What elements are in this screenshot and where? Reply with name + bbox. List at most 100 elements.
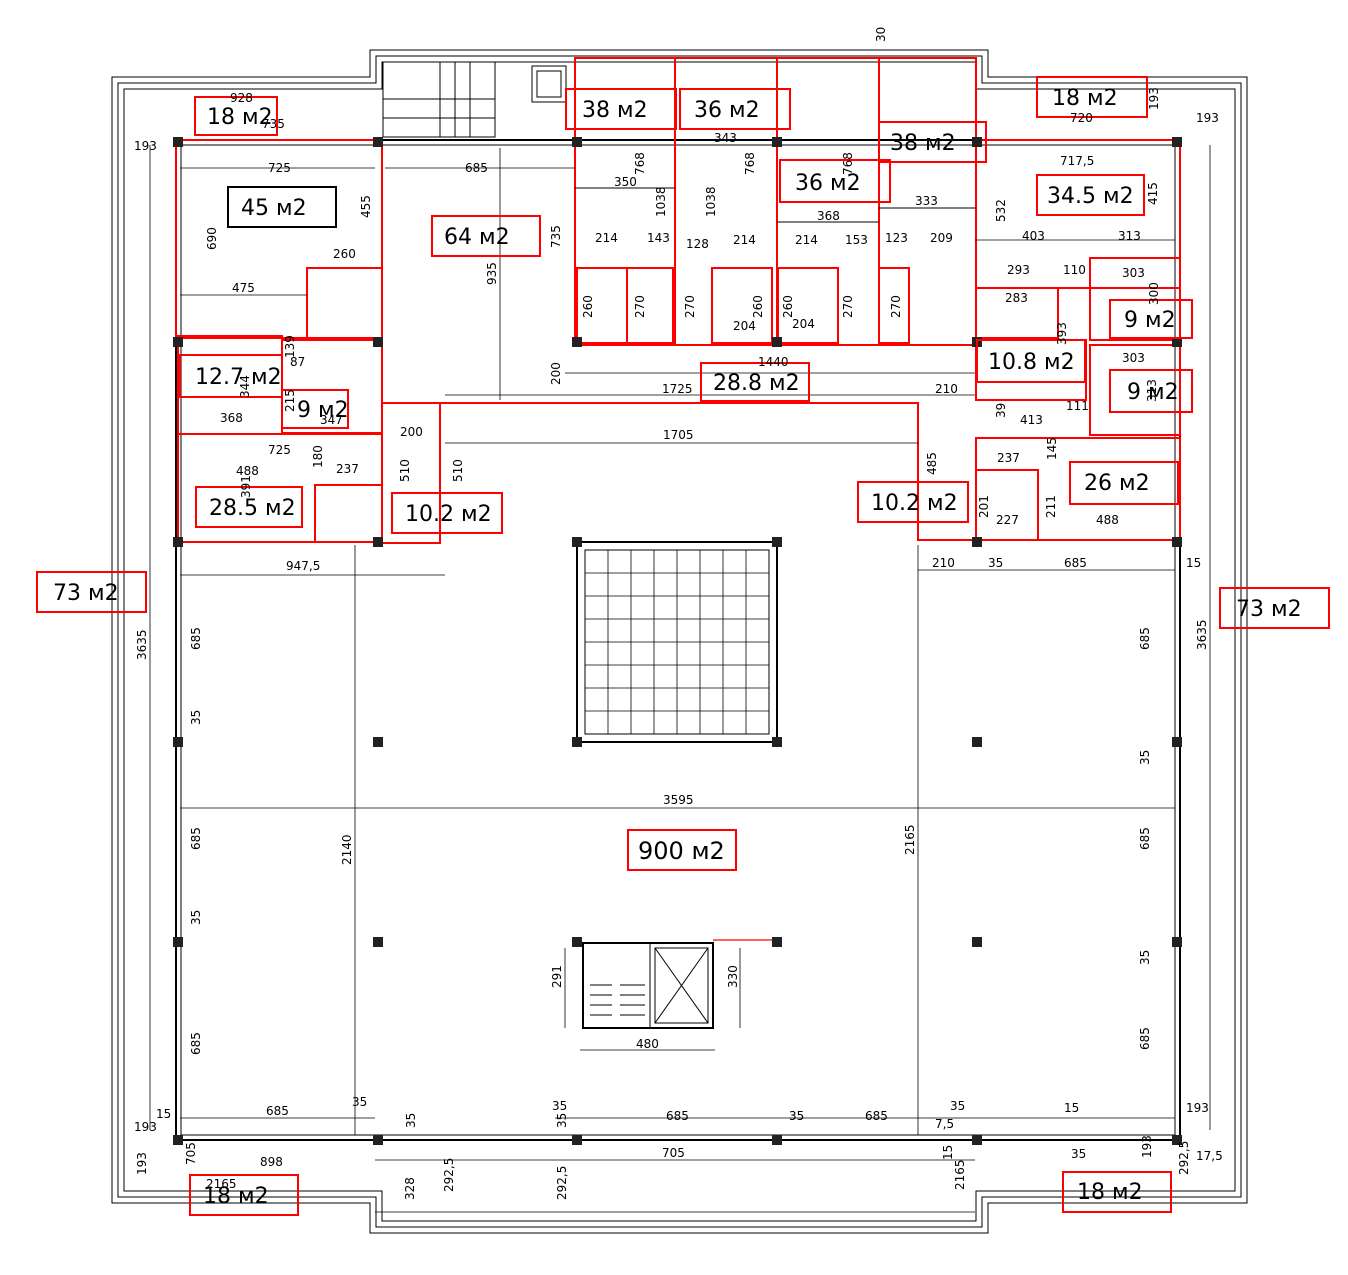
dim-text: 735 xyxy=(549,225,563,248)
dim-text: 15 xyxy=(1064,1101,1079,1115)
dim-text: 391 xyxy=(239,475,253,498)
area-label-34-5: 34.5 м2 xyxy=(1047,184,1134,209)
dim-text: 313 xyxy=(1145,379,1159,402)
dim-text: 475 xyxy=(232,281,255,295)
dim-text: 237 xyxy=(997,451,1020,465)
dim-text: 685 xyxy=(1138,1027,1152,1050)
dim-text: 200 xyxy=(400,425,423,439)
dim-text: 300 xyxy=(1147,282,1161,305)
dim-text: 2165 xyxy=(953,1159,967,1190)
dim-text: 15 xyxy=(156,1107,171,1121)
dim-text: 210 xyxy=(932,556,955,570)
dim-text: 510 xyxy=(398,459,412,482)
dim-text: 685 xyxy=(266,1104,289,1118)
dim-text: 193 xyxy=(134,1120,157,1134)
dim-text: 35 xyxy=(404,1113,418,1128)
dim-text: 413 xyxy=(1020,413,1043,427)
area-label-18-tl: 18 м2 xyxy=(207,105,273,130)
dim-text: 685 xyxy=(1138,827,1152,850)
dim-text: 403 xyxy=(1022,229,1045,243)
atrium-skylight xyxy=(576,541,778,743)
dim-text: 35 xyxy=(352,1095,367,1109)
area-label-10-8: 10.8 м2 xyxy=(988,350,1075,375)
dim-text: 270 xyxy=(683,295,697,318)
dim-text: 111 xyxy=(1066,399,1089,413)
dim-text: 347 xyxy=(320,413,343,427)
dim-text: 717,5 xyxy=(1060,154,1094,168)
dim-text: 214 xyxy=(795,233,818,247)
dim-text: 123 xyxy=(885,231,908,245)
dim-text: 193 xyxy=(1147,87,1161,110)
dim-text: 270 xyxy=(889,295,903,318)
dim-text: 725 xyxy=(268,443,291,457)
dim-text: 303 xyxy=(1122,266,1145,280)
area-label-28-5: 28.5 м2 xyxy=(209,496,296,521)
dim-text: 214 xyxy=(733,233,756,247)
dim-text: 532 xyxy=(994,199,1008,222)
area-label-10-2a: 10.2 м2 xyxy=(405,502,492,527)
dim-text: 292,5 xyxy=(1177,1141,1191,1175)
dim-text: 30 xyxy=(874,27,888,42)
dim-text: 292,5 xyxy=(555,1166,569,1200)
dim-text: 3595 xyxy=(663,793,694,807)
dim-text: 344 xyxy=(238,375,252,398)
dim-text: 193 xyxy=(135,1152,149,1175)
dim-text: 260 xyxy=(751,295,765,318)
dim-text: 260 xyxy=(333,247,356,261)
dim-text: 330 xyxy=(726,965,740,988)
dim-text: 313 xyxy=(1118,229,1141,243)
dim-text: 209 xyxy=(930,231,953,245)
dim-text: 928 xyxy=(230,91,253,105)
dim-text: 735 xyxy=(262,117,285,131)
dim-text: 768 xyxy=(841,152,855,175)
dim-text: 180 xyxy=(311,445,325,468)
dim-text: 488 xyxy=(1096,513,1119,527)
dim-text: 215 xyxy=(283,389,297,412)
dim-text: 485 xyxy=(925,452,939,475)
dim-text: 455 xyxy=(359,195,373,218)
dim-text: 143 xyxy=(647,231,670,245)
dim-text: 17,5 xyxy=(1196,1149,1223,1163)
dim-text: 343 xyxy=(714,131,737,145)
area-label-10-2b: 10.2 м2 xyxy=(871,491,958,516)
dim-text: 368 xyxy=(817,209,840,223)
dim-text: 685 xyxy=(189,627,203,650)
area-label-73l: 73 м2 xyxy=(53,581,119,606)
dim-text: 685 xyxy=(189,1032,203,1055)
dim-text: 292,5 xyxy=(442,1158,456,1192)
area-label-64: 64 м2 xyxy=(444,225,510,250)
outer-outline xyxy=(111,49,1248,1234)
dim-text: 35 xyxy=(552,1099,567,1113)
dim-text: 303 xyxy=(1122,351,1145,365)
dim-text: 87 xyxy=(290,355,305,369)
area-label-9a: 9 м2 xyxy=(297,398,349,423)
dim-text: 145 xyxy=(1045,437,1059,460)
dim-text: 510 xyxy=(451,459,465,482)
area-boxes xyxy=(36,76,1330,1216)
area-label-12-7: 12.7 м2 xyxy=(195,365,282,390)
area-label-38a: 38 м2 xyxy=(582,98,648,123)
dim-text: 1705 xyxy=(663,428,694,442)
dim-text: 293 xyxy=(1007,263,1030,277)
area-label-900: 900 м2 xyxy=(638,837,725,865)
dim-text: 898 xyxy=(260,1155,283,1169)
area-label-36a: 36 м2 xyxy=(694,98,760,123)
dim-text: 35 xyxy=(1071,1147,1086,1161)
area-label-38b: 38 м2 xyxy=(890,131,956,156)
area-label-18-br: 18 м2 xyxy=(1077,1180,1143,1205)
dim-text: 35 xyxy=(189,710,203,725)
dim-text: 685 xyxy=(865,1109,888,1123)
dim-text: 270 xyxy=(633,295,647,318)
dim-text: 204 xyxy=(733,319,756,333)
dim-text: 1725 xyxy=(662,382,693,396)
dim-text: 214 xyxy=(595,231,618,245)
dim-text: 350 xyxy=(614,175,637,189)
dim-text: 201 xyxy=(977,495,991,518)
dim-text: 393 xyxy=(1055,322,1069,345)
dim-text: 35 xyxy=(950,1099,965,1113)
dim-text: 488 xyxy=(236,464,259,478)
stair-lift-core xyxy=(582,939,772,1029)
dim-text: 270 xyxy=(841,295,855,318)
dim-text: 15 xyxy=(1186,556,1201,570)
